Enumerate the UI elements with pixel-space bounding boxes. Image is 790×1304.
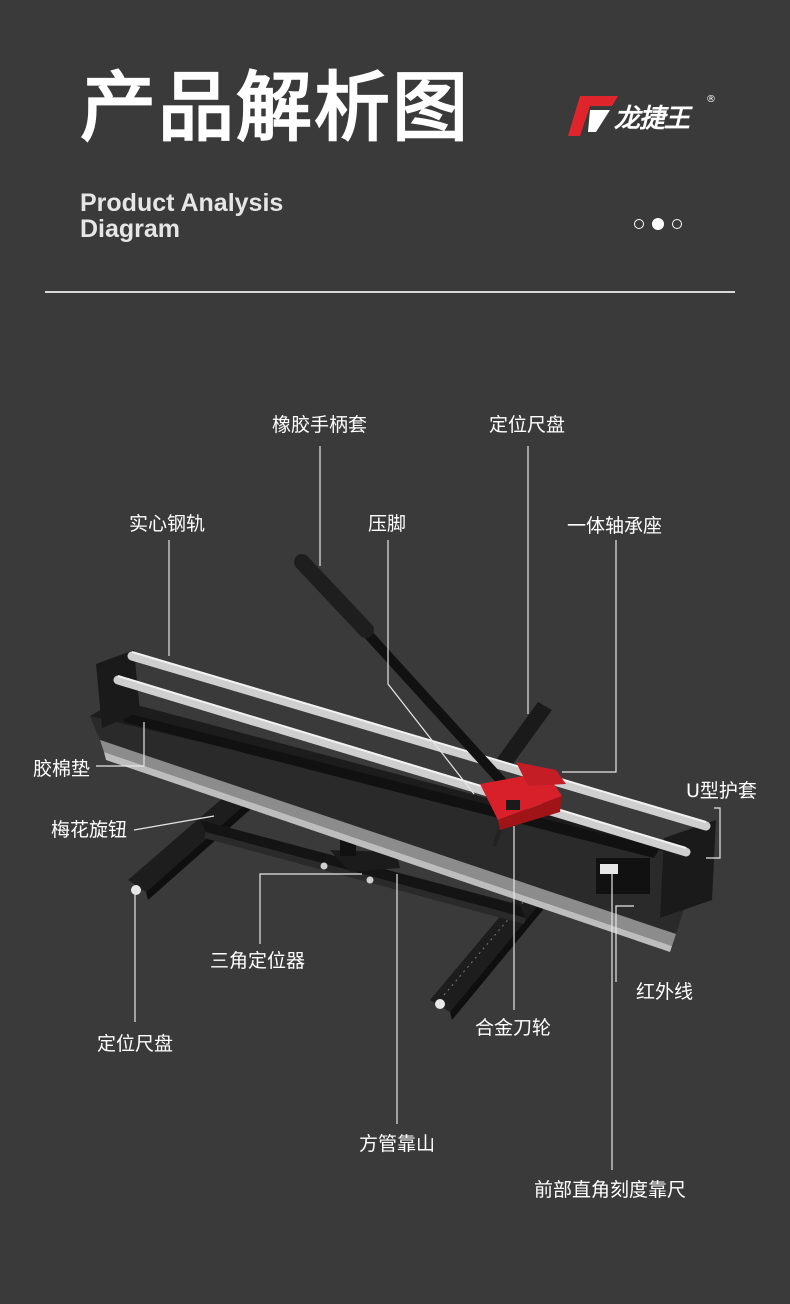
steel-rails	[113, 651, 711, 857]
pager-dots	[634, 213, 685, 230]
subtitle-line-2: Diagram	[80, 215, 181, 243]
label-press-foot: 压脚	[368, 513, 407, 535]
label-foam-pad: 胶棉垫	[33, 758, 91, 780]
pager-dot-active[interactable]	[652, 217, 665, 230]
cutting-handle	[294, 554, 511, 791]
label-front-right-angle-scale-ruler: 前部直角刻度靠尺	[534, 1179, 687, 1201]
label-infrared-line: 红外线	[636, 981, 694, 1003]
label-integrated-bearing-seat: 一体轴承座	[567, 515, 663, 537]
label-alloy-cutter-wheel: 合金刀轮	[475, 1017, 552, 1039]
cutter-carriage	[480, 762, 566, 847]
label-solid-steel-rail: 实心钢轨	[129, 513, 206, 535]
leader-lines	[96, 446, 721, 1170]
label-plum-knob: 梅花旋钮	[51, 819, 128, 841]
rail-end-caps	[96, 650, 716, 918]
header-divider	[45, 291, 735, 293]
rear-positioning-ruler	[496, 702, 552, 768]
label-square-tube-fence: 方管靠山	[359, 1133, 436, 1155]
label-rubber-handle-cover: 橡胶手柄套	[272, 414, 368, 436]
page-subtitle: Product Analysis Diagram	[80, 190, 340, 242]
subtitle-line-1: Product Analysis	[80, 189, 284, 217]
label-u-shaped-sleeve: U型护套	[686, 780, 757, 802]
brand-logo-mark-icon	[568, 96, 618, 136]
pager-dot[interactable]	[634, 218, 644, 229]
left-positioning-ruler	[128, 790, 252, 900]
aluminum-base	[90, 700, 700, 952]
label-positioning-ruler-disc-top: 定位尺盘	[489, 414, 566, 436]
brand-logo: 龙捷王 ®	[566, 92, 716, 138]
brand-name: 龙捷王	[614, 104, 690, 134]
label-positioning-ruler-disc-bottom: 定位尺盘	[97, 1033, 174, 1055]
right-positioning-ruler	[430, 876, 556, 1020]
label-triangle-locator: 三角定位器	[210, 950, 306, 972]
pager-dot[interactable]	[672, 218, 683, 229]
registered-mark: ®	[706, 94, 716, 105]
page-title: 产品解析图	[80, 63, 470, 152]
